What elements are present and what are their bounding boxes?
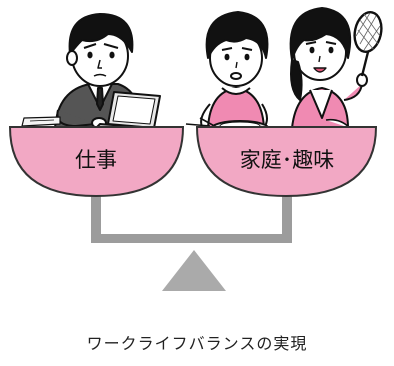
caption: ワークライフバランスの実現 [86, 334, 308, 353]
scale-beam [91, 190, 292, 243]
worker-figure [21, 13, 161, 134]
right-pan-label: 家庭･趣味 [240, 148, 335, 172]
left-pan-label: 仕事 [75, 148, 117, 172]
fulcrum-triangle [162, 250, 226, 291]
woman-figure [185, 11, 269, 136]
left-scale-pan [8, 126, 185, 198]
right-scale-pan [195, 126, 378, 198]
girl-figure [289, 7, 383, 129]
